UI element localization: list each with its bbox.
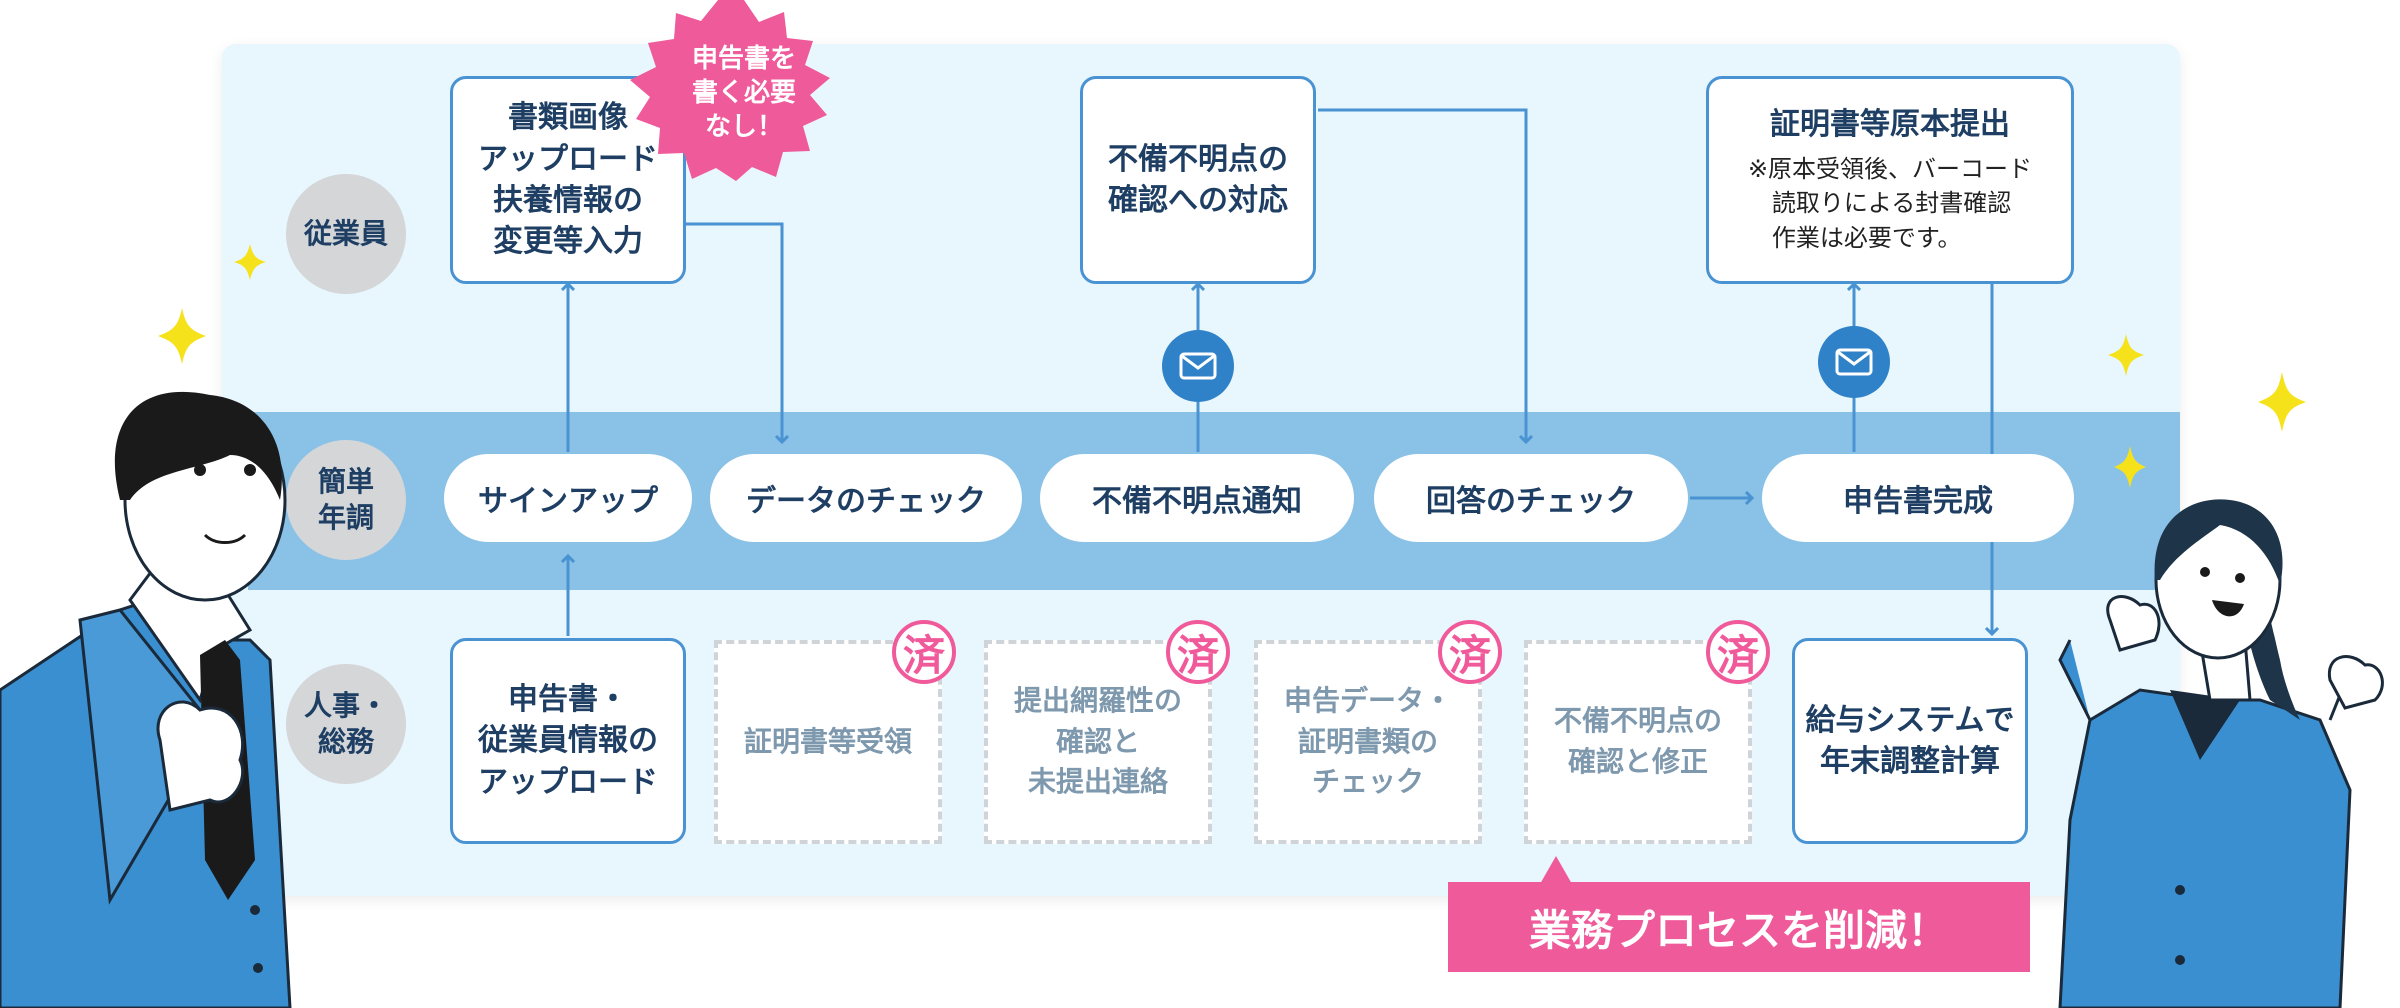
employee-resolve-box: 不備不明点の 確認への対応 [1080,76,1316,284]
lane-label-hr-text: 人事・ 総務 [303,688,388,758]
lane-label-service: 簡単 年調 [286,440,406,560]
reduction-banner-text: 業務プロセスを削減！ [1528,905,1949,955]
done-stamp-text: 済 [1448,630,1491,680]
step-data-check: データのチェック [710,454,1022,542]
mail-icon [1162,330,1234,402]
done-stamp-text: 済 [1176,630,1219,680]
removed-step-receive-text: 証明書等受領 [743,724,912,758]
done-stamp-icon: 済 [1706,620,1770,684]
employee-submit-note: ※原本受領後、バーコード 読取りによる封書確認 作業は必要です。 [1747,154,2033,253]
step-notify: 不備不明点通知 [1040,454,1354,542]
employee-submit-title: 証明書等原本提出 [1770,107,2010,143]
removed-step-data-check-text: 申告データ・ 証明書類の チェック [1283,684,1452,799]
lane-label-hr: 人事・ 総務 [286,664,406,784]
sparkle-icon [158,308,206,364]
removed-step-coverage: 提出網羅性の 確認と 未提出連絡 [984,640,1212,844]
step-answer-check-label: 回答のチェック [1426,484,1636,519]
step-complete: 申告書完成 [1762,454,2074,542]
lane-label-employee: 従業員 [286,174,406,294]
step-notify-label: 不備不明点通知 [1092,484,1302,519]
done-stamp-icon: 済 [892,620,956,684]
burst-text: 申告書を 書く必要 なし！ [691,43,796,143]
reduction-banner: 業務プロセスを削減！ [1448,882,2030,972]
employee-resolve-text: 不備不明点の 確認への対応 [1108,141,1288,218]
removed-step-coverage-text: 提出網羅性の 確認と 未提出連絡 [1013,684,1182,799]
mail-icon-glyph [1835,348,1873,376]
sparkle-icon [2258,372,2306,432]
step-data-check-label: データのチェック [746,484,986,519]
step-signup: サインアップ [444,454,692,542]
employee-submit-box: 証明書等原本提出 ※原本受領後、バーコード 読取りによる封書確認 作業は必要です… [1706,76,2074,284]
hr-upload-text: 申告書・ 従業員情報の アップロード [478,681,658,800]
step-signup-label: サインアップ [478,484,658,519]
lane-label-employee-text: 従業員 [303,216,388,250]
hr-payroll-text: 給与システムで 年末調整計算 [1805,702,2015,779]
done-stamp-icon: 済 [1166,620,1230,684]
hr-payroll-box: 給与システムで 年末調整計算 [1792,638,2028,844]
step-complete-label: 申告書完成 [1843,484,1993,519]
lane-label-service-text: 簡単 年調 [317,464,374,534]
hr-upload-box: 申告書・ 従業員情報の アップロード [450,638,686,844]
done-stamp-text: 済 [1716,630,1759,680]
mail-icon-glyph [1179,352,1217,380]
done-stamp-icon: 済 [1438,620,1502,684]
employee-upload-box: 書類画像 アップロード 扶養情報の 変更等入力 [450,76,686,284]
removed-step-data-check: 申告データ・ 証明書類の チェック [1254,640,1482,844]
step-answer-check: 回答のチェック [1374,454,1688,542]
employee-upload-text: 書類画像 アップロード 扶養情報の 変更等入力 [478,100,658,260]
removed-step-fix-text: 不備不明点の 確認と修正 [1553,704,1722,778]
banner-pointer [1540,856,1572,884]
done-stamp-text: 済 [902,630,945,680]
mail-icon [1818,326,1890,398]
